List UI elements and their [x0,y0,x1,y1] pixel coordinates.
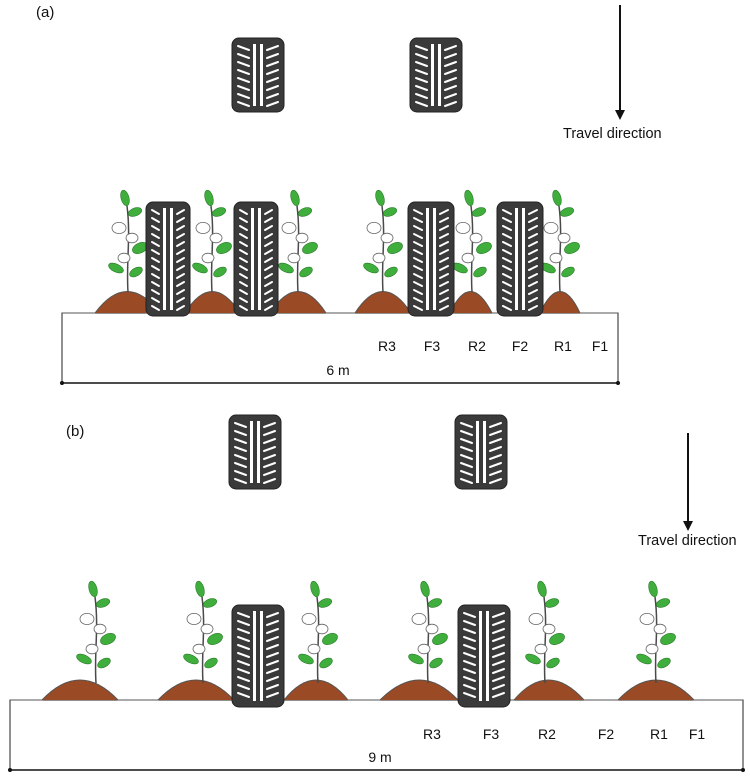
plant-icon [192,189,232,293]
row-label: R3 [423,726,441,742]
plant-icon [108,189,148,293]
row-label: R1 [650,726,668,742]
row-label: F2 [597,726,615,742]
soil-surface [10,679,743,701]
row-label: F3 [482,726,500,742]
row-label: F3 [423,338,441,354]
travel-direction-label: Travel direction [638,533,737,549]
tire-icon [231,604,285,708]
plant-icon [363,189,403,293]
width-dimension [60,381,620,385]
arrow-down-icon [615,5,625,120]
plant-icon [278,189,318,293]
plant-icon [540,189,580,293]
row-label: F1 [591,338,609,354]
panel-b-diagram [8,414,745,772]
plant-icon [636,580,676,684]
plant-icon [452,189,492,293]
plant-icon [298,580,338,684]
tire-icon [457,604,511,708]
row-label: R2 [468,338,486,354]
arrow-down-icon [683,433,693,531]
row-label: R2 [538,726,556,742]
width-label: 6 m [326,362,350,378]
panel-b: (b) Travel direction R3 F3 R2 F2 R1 F1 9… [0,405,750,777]
plant-icon [408,580,448,684]
tire-icon [228,414,282,490]
row-label: R3 [378,338,396,354]
panel-a: (a) Travel direction R3 F3 R2 F2 R1 F1 6… [36,4,662,385]
plant-icon [183,580,223,684]
travel-direction-label: Travel direction [563,126,662,142]
tire-icon [409,37,463,113]
tire-icon [407,201,455,317]
panel-label: (b) [66,423,85,440]
width-label: 9 m [368,749,392,765]
row-label: R1 [554,338,572,354]
panel-a-diagram [60,5,625,385]
width-dimension [8,768,745,772]
plant-icon [525,580,565,684]
tire-icon [233,201,279,317]
tire-icon [231,37,285,113]
row-label: F1 [688,726,706,742]
tire-icon [145,201,191,317]
plant-icon [76,580,116,684]
tire-icon [454,414,508,490]
panel-label: (a) [36,4,55,21]
row-label: F2 [511,338,529,354]
tire-icon [496,201,544,317]
